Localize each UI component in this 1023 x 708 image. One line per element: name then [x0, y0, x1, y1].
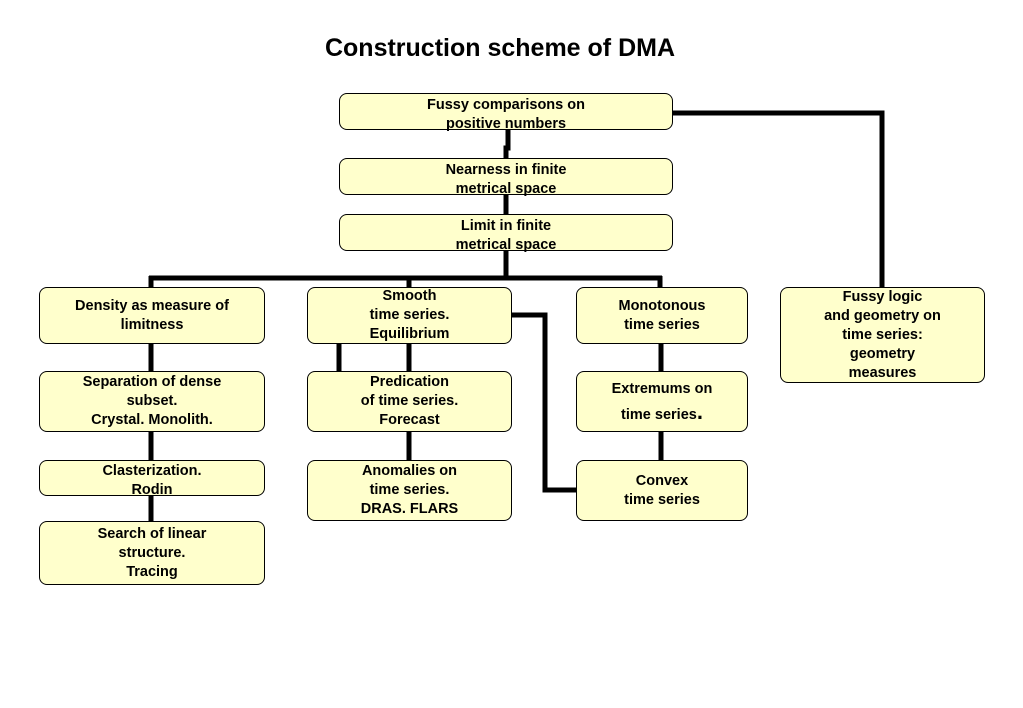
node-monotonous: Monotonous time series [576, 287, 748, 344]
extremums-dot: . [696, 398, 703, 424]
extremums-line2-text: time series [621, 406, 697, 423]
node-density: Density as measure of limitness [39, 287, 265, 344]
node-smooth: Smooth time series. Equilibrium [307, 287, 512, 344]
node-predication: Predication of time series. Forecast [307, 371, 512, 432]
node-convex: Convex time series [576, 460, 748, 521]
node-search-linear: Search of linear structure. Tracing [39, 521, 265, 585]
node-extremums: Extremums on time series. [576, 371, 748, 432]
diagram-title: Construction scheme of DMA [324, 34, 676, 62]
connector-smooth-to-convex [511, 312, 576, 493]
extremums-line2: time series. [621, 398, 703, 428]
extremums-line1: Extremums on [611, 380, 713, 397]
node-fussy-comparisons: Fussy comparisons on positive numbers [339, 93, 673, 132]
node-nearness: Nearness in finite metrical space [339, 158, 673, 197]
node-limit: Limit in finite metrical space [339, 214, 673, 253]
connector-fussy-to-logic [672, 110, 885, 287]
node-separation: Separation of dense subset. Crystal. Mon… [39, 371, 265, 432]
node-fussy-logic: Fussy logic and geometry on time series:… [780, 287, 985, 383]
connector-fussy-to-nearness [503, 129, 511, 158]
node-clasterization: Clasterization. Rodin [39, 460, 265, 498]
node-anomalies: Anomalies on time series. DRAS. FLARS [307, 460, 512, 521]
